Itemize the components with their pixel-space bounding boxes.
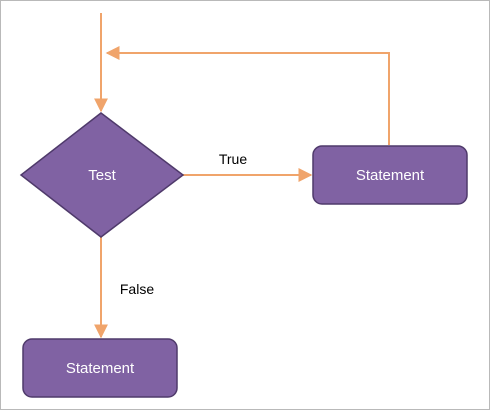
- statement-true-label: Statement: [356, 167, 425, 184]
- test-node-label: Test: [88, 167, 116, 184]
- true-edge-label: True: [219, 151, 247, 167]
- false-edge-label: False: [120, 281, 154, 297]
- statement-false-node: [22, 338, 178, 398]
- statement-false-label: Statement: [66, 360, 135, 377]
- loop-back-arrow: [105, 46, 390, 145]
- statement-true-node: [312, 145, 468, 205]
- test-decision-node: [19, 112, 185, 238]
